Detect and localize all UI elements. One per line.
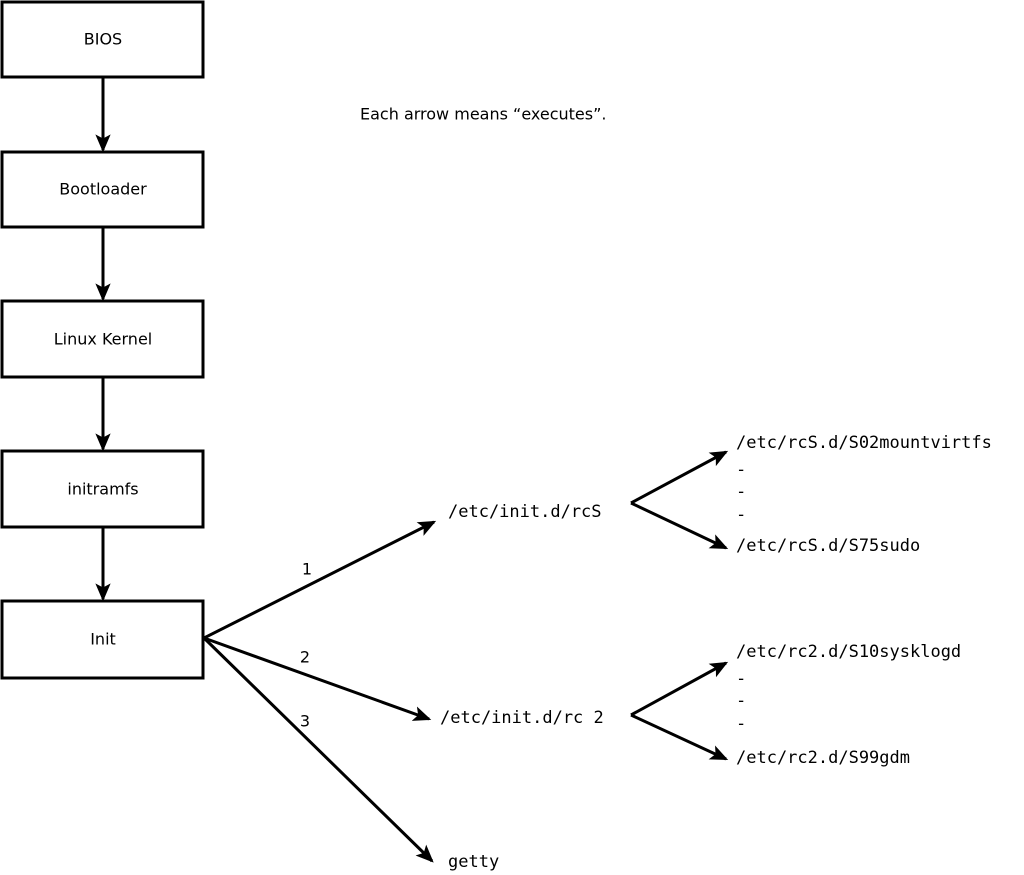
rcS-ellipsis-dash-3: -	[736, 505, 746, 525]
rc2-ellipsis-dash-3: -	[736, 714, 746, 734]
node-etc-rcS-d-s75sudo[interactable]: /etc/rcS.d/S75sudo	[736, 536, 920, 556]
box-bootloader-label: Bootloader	[59, 180, 147, 199]
edge-label-1: 1	[302, 560, 312, 579]
legend-note: Each arrow means “executes”.	[360, 105, 606, 124]
box-bios-label: BIOS	[84, 30, 122, 49]
box-initramfs[interactable]: initramfs	[0, 449, 205, 529]
arrow-rcS-to-s02mountvirtfs	[630, 450, 729, 505]
box-bios[interactable]: BIOS	[0, 0, 205, 79]
node-etc-init-d-rcS[interactable]: /etc/init.d/rcS	[448, 502, 602, 522]
box-initramfs-rect	[0, 449, 205, 529]
box-bootloader-rect	[0, 150, 205, 229]
edge-number-labels-group: 1 2 3	[300, 560, 312, 731]
init-fan-arrows-group	[202, 520, 437, 863]
box-bios-rect	[0, 0, 205, 79]
rc2-ellipsis-dash-2: -	[736, 691, 746, 711]
script-nodes-group: /etc/init.d/rcS /etc/init.d/rc 2 getty	[440, 502, 604, 872]
box-linux-kernel-rect	[0, 299, 205, 379]
node-etc-rc2-d-s10sysklogd[interactable]: /etc/rc2.d/S10sysklogd	[736, 642, 961, 662]
box-init[interactable]: Init	[0, 599, 205, 680]
rcS-leaf-nodes-group: /etc/rcS.d/S02mountvirtfs - - - /etc/rcS…	[736, 433, 992, 556]
node-etc-rc2-d-s99gdm[interactable]: /etc/rc2.d/S99gdm	[736, 748, 910, 768]
rc2-ellipsis-dash-1: -	[736, 669, 746, 689]
rc2-leaf-nodes-group: /etc/rc2.d/S10sysklogd - - - /etc/rc2.d/…	[736, 642, 961, 768]
box-initramfs-label: initramfs	[67, 480, 138, 499]
arrow-rc2-to-s99gdm	[630, 713, 729, 761]
arrow-rcS-to-s75sudo	[630, 501, 729, 550]
edge-label-2: 2	[300, 648, 310, 667]
edge-label-3: 3	[300, 712, 310, 731]
box-linux-kernel[interactable]: Linux Kernel	[0, 299, 205, 379]
rcS-fan-arrows-group	[630, 450, 729, 550]
rc2-fan-arrows-group	[630, 661, 729, 761]
box-init-label: Init	[90, 630, 116, 649]
arrow-init-to-getty	[202, 636, 434, 863]
rcS-ellipsis-dash-1: -	[736, 460, 746, 480]
node-etc-rcS-d-s02mountvirtfs[interactable]: /etc/rcS.d/S02mountvirtfs	[736, 433, 992, 453]
arrow-init-to-rcS	[203, 520, 437, 640]
box-init-rect	[0, 599, 205, 680]
box-bootloader[interactable]: Bootloader	[0, 150, 205, 229]
node-etc-init-d-rc-2[interactable]: /etc/init.d/rc 2	[440, 708, 604, 728]
node-getty[interactable]: getty	[448, 852, 499, 872]
arrow-rc2-to-s10sysklogd	[630, 661, 729, 717]
arrow-init-to-rc2	[203, 636, 432, 721]
process-boxes-group: BIOS Bootloader Linux Kernel initramfs I…	[0, 0, 205, 680]
rcS-ellipsis-dash-2: -	[736, 482, 746, 502]
box-linux-kernel-label: Linux Kernel	[54, 330, 152, 349]
